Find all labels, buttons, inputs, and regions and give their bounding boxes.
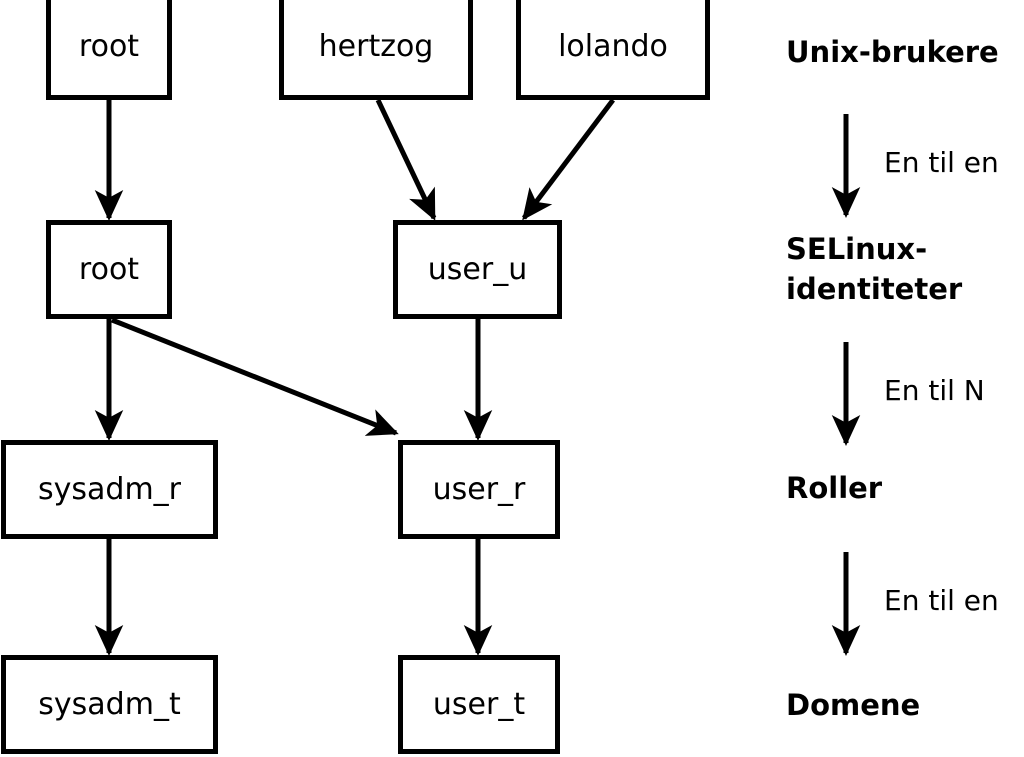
node-label: sysadm_t: [38, 686, 181, 722]
legend-mapping-unix-to-selinux-label: En til en: [884, 146, 999, 179]
legend-level-line: SELinux-: [786, 232, 928, 266]
edge-lolando-to-user-u: [522, 98, 615, 221]
legend-level-unix-users: Unix-brukere: [786, 32, 999, 72]
legend-mapping-roles-to-domains-label: En til en: [884, 584, 999, 617]
legend-level-line: Roller: [786, 471, 883, 505]
legend-mapping-selinux-to-roles-label: En til N: [884, 374, 985, 407]
node-dom-user[interactable]: user_t: [398, 655, 560, 754]
node-label: sysadm_r: [38, 471, 181, 507]
legend-level-line: identiteter: [786, 272, 963, 307]
node-dom-sysadm[interactable]: sysadm_t: [1, 655, 218, 754]
node-sel-user-u[interactable]: user_u: [393, 220, 562, 319]
node-role-sysadm[interactable]: sysadm_r: [1, 440, 218, 539]
node-label: user_u: [427, 251, 528, 287]
node-label: lolando: [558, 29, 668, 64]
node-role-user[interactable]: user_r: [398, 440, 560, 539]
edge-hertzog-to-user-u: [375, 98, 437, 221]
legend-level-roles: Roller: [786, 468, 882, 508]
node-label: root: [78, 29, 140, 64]
node-label: root: [78, 251, 140, 287]
graph-edge-group: [94, 98, 615, 657]
node-unix-lolando[interactable]: lolando: [516, 0, 710, 100]
node-label: user_t: [432, 686, 526, 722]
node-label: hertzog: [318, 29, 434, 64]
legend-level-line: Domene: [786, 688, 921, 722]
node-label: user_r: [432, 471, 526, 507]
node-unix-hertzog[interactable]: hertzog: [279, 0, 473, 100]
node-sel-root[interactable]: root: [46, 220, 172, 319]
legend-level-line: Unix-brukere: [786, 35, 999, 69]
legend-level-domains: Domene: [786, 685, 920, 725]
node-unix-root[interactable]: root: [46, 0, 172, 100]
legend-level-selinux-identities: SELinux-identiteter: [786, 229, 962, 309]
edge-sel-root-to-user-r: [111, 317, 399, 436]
